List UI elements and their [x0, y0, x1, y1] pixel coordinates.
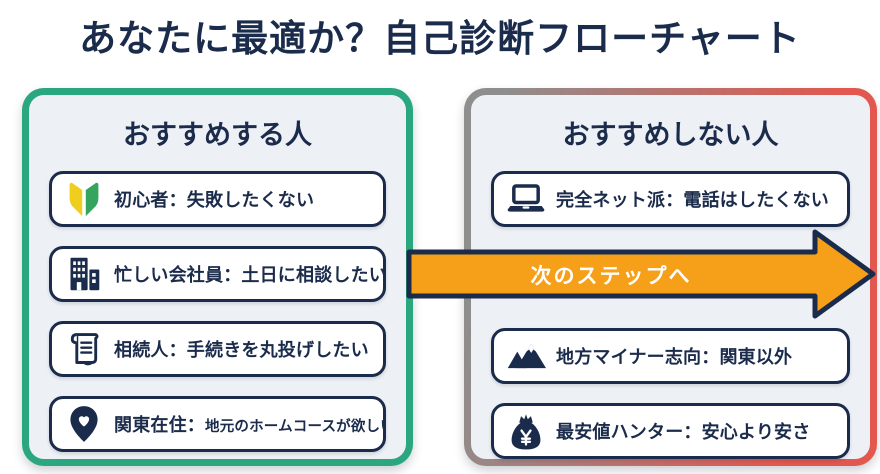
recommended-panel-header: おすすめする人	[123, 120, 312, 150]
recommended-panel: おすすめする人 初心者：失敗したくない	[22, 88, 413, 466]
item-label: 完全ネット派：電話はしたくない	[556, 190, 829, 210]
mountain-icon	[506, 335, 546, 377]
scroll-document-icon	[64, 328, 104, 370]
item-label: 忙しい会社員：土日に相談したい	[114, 265, 386, 285]
next-step-arrow-label: 次のステップへ	[530, 265, 692, 288]
laptop-icon	[506, 178, 546, 220]
office-building-icon	[64, 253, 104, 295]
item-label: 相続人：手続きを丸投げしたい	[114, 340, 369, 360]
location-pin-heart-icon	[64, 403, 104, 445]
item-row-bargain-hunter: 最安値ハンター：安心より安さ	[491, 403, 850, 459]
not-recommended-panel-header: おすすめしない人	[562, 120, 779, 150]
item-label: 初心者：失敗したくない	[114, 190, 315, 210]
item-label: 最安値ハンター：安心より安さ	[556, 422, 811, 442]
item-row-office-worker: 忙しい会社員：土日に相談したい	[49, 246, 386, 302]
item-label: 関東在住：地元のホームコースが欲しい	[114, 415, 386, 435]
wakaba-beginner-icon	[64, 178, 104, 220]
next-step-arrow	[404, 228, 878, 320]
page-title: あなたに最適か？自己診断フローチャート	[79, 18, 801, 59]
not-recommended-panel: おすすめしない人 完全ネット派：電話はしたくない	[464, 88, 877, 466]
money-bag-yen-icon	[506, 410, 546, 452]
item-row-regional: 地方マイナー志向：関東以外	[491, 328, 850, 384]
item-label: 地方マイナー志向：関東以外	[556, 347, 793, 367]
item-row-internet-only: 完全ネット派：電話はしたくない	[491, 171, 850, 227]
item-row-heir: 相続人：手続きを丸投げしたい	[49, 321, 386, 377]
recommended-panel-body: おすすめする人 初心者：失敗したくない	[29, 95, 406, 459]
item-row-kanto-resident: 関東在住：地元のホームコースが欲しい	[49, 396, 386, 452]
item-row-beginner: 初心者：失敗したくない	[49, 171, 386, 227]
